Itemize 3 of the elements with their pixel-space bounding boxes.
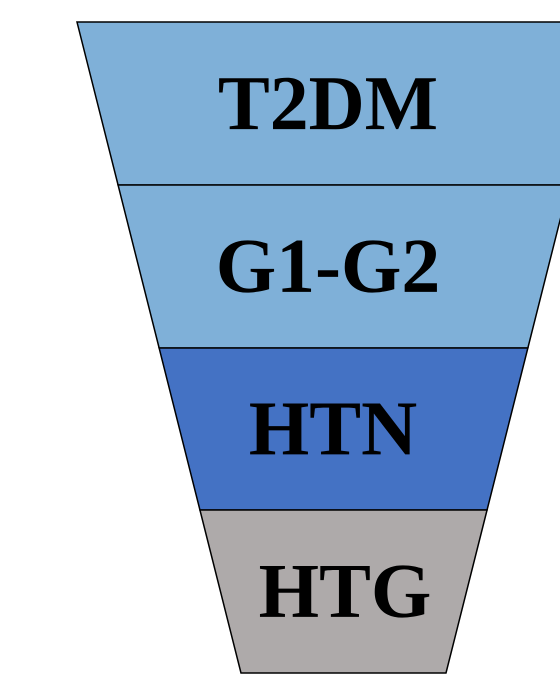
funnel-band: HTN	[158, 347, 529, 511]
funnel-band: G1-G2	[117, 184, 560, 349]
funnel-band: T2DM	[76, 21, 560, 186]
